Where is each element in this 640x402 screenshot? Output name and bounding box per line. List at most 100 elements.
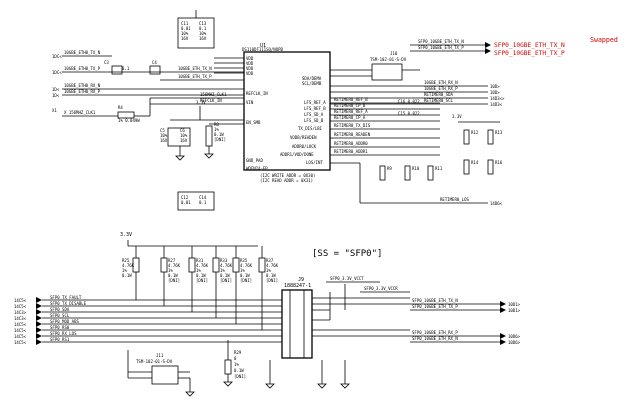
sfp-signal-line: 14C5<SFP0_TX_FAULT <box>14 295 282 303</box>
svg-text:0: 0 <box>234 356 237 361</box>
strap-resistors: R9 R10 R11 <box>379 165 443 181</box>
svg-text:C16 0.022: C16 0.022 <box>398 99 420 104</box>
svg-text:RETIMER0_TX_DIS: RETIMER0_TX_DIS <box>334 123 371 128</box>
pullup-tol: 1% <box>168 268 173 273</box>
svg-text:RETIMER0_SCL: RETIMER0_SCL <box>424 98 453 103</box>
r29-resistor: R29 0 1% 0.1W [DNI] <box>223 340 246 387</box>
net-clk: X 156MHZ_CLK1 <box>64 110 96 115</box>
pullup-tol: 1% <box>196 268 201 273</box>
sfp-signal-name: SFP0_SDA <box>50 307 70 312</box>
svg-text:RETIMER0_SDA: RETIMER0_SDA <box>424 92 453 97</box>
svg-text:VIN: VIN <box>246 100 254 105</box>
svg-text:1%: 1% <box>234 362 239 367</box>
sfp-signal-name: SFP0_MOD_ABS <box>50 319 79 324</box>
svg-text:R11: R11 <box>435 166 443 171</box>
pullup-pwr: 0.1W <box>122 273 132 278</box>
svg-text:EN_SMB: EN_SMB <box>246 120 261 125</box>
svg-text:14D6<: 14D6< <box>490 201 503 206</box>
svg-text:1%: 1% <box>214 127 219 132</box>
retimer-i2c-write-note: (I2C WRITE ADDR = 0X30) <box>260 173 315 178</box>
pullup-val: 4.76K <box>168 263 181 268</box>
retimer-pullups: 3.3V R12 R13 R14 R16 <box>452 114 503 175</box>
svg-text:VDD: VDD <box>246 71 254 76</box>
svg-text:R9: R9 <box>387 166 392 171</box>
pullup-ref: R35 <box>240 258 248 263</box>
net-vcct: SFP0_3.3V_VCCT <box>330 276 364 281</box>
svg-text:J10: J10 <box>390 51 398 56</box>
svg-text:RETIMER0_ADDR1: RETIMER0_ADDR1 <box>334 149 368 154</box>
svg-text:C3: C3 <box>104 60 109 65</box>
pullup-pwr: 0.1W <box>240 273 250 278</box>
pullup-tol: 1% <box>122 268 127 273</box>
svg-text:10%: 10% <box>181 31 189 36</box>
sfp-bus-port: 14C5< <box>14 322 27 327</box>
svg-text:10D>: 10D> <box>490 90 500 95</box>
sfp-bus-port: 14C5< <box>14 340 27 345</box>
svg-text:R13: R13 <box>495 130 503 135</box>
svg-text:0.1W: 0.1W <box>234 368 244 373</box>
sfp-signal-line: 14C3<SFP0_SCL <box>14 313 282 321</box>
pullup-pwr: 0.1W <box>168 273 178 278</box>
svg-text:LOS/INT: LOS/INT <box>306 160 323 165</box>
svg-text:RETIMER0_LOS: RETIMER0_LOS <box>440 197 469 202</box>
svg-text:C5: C5 <box>160 128 165 133</box>
sfp-bus-port: 14C5< <box>14 334 27 339</box>
svg-text:LFS_SD_A: LFS_SD_A <box>304 112 324 117</box>
supply-3v3-bottom: 3.3V <box>120 232 132 238</box>
svg-text:GND_PAD: GND_PAD <box>246 158 263 163</box>
sfp-signal-line: 14C5<SFP0_RS1 <box>14 337 282 345</box>
pullup-resistors: R254.76K1%0.1WR274.76K1%0.1W[DNI]R314.76… <box>122 246 279 330</box>
svg-text:16V: 16V <box>181 36 189 41</box>
svg-text:RETIMER0_READEN: RETIMER0_READEN <box>334 132 371 137</box>
svg-text:SFP0_10GBE_ETH_TX_N: SFP0_10GBE_ETH_TX_N <box>418 39 464 44</box>
svg-text:X1: X1 <box>52 108 57 113</box>
retimer-right-pins: SDA/DEMA SCL/DEMB LFS_REF_A LFS_REF_B LF… <box>280 76 326 165</box>
svg-text:SFP0_10GBE_ETH_RX_N: SFP0_10GBE_ETH_RX_N <box>412 336 458 341</box>
svg-text:R10: R10 <box>412 166 420 171</box>
sfp-bus-port: 14C5< <box>14 298 27 303</box>
retimer-part-number: DS110DF111SQ/NOPB <box>242 47 284 52</box>
pullup-dni: [DNI] <box>220 278 232 283</box>
pullup-val: 4.76K <box>240 263 253 268</box>
pullup-val: 4.76K <box>266 263 279 268</box>
sfp-signal-name: SFP0_RX_LOS <box>50 331 77 336</box>
svg-text:J11: J11 <box>156 353 164 358</box>
pullup-ref: R33 <box>220 258 228 263</box>
svg-text:R8: R8 <box>214 122 219 127</box>
svg-text:0.01: 0.01 <box>181 26 191 31</box>
svg-text:SFP0_10GBE_ETH_TX_P: SFP0_10GBE_ETH_TX_P <box>412 304 458 309</box>
pullup-ref: R37 <box>266 258 274 263</box>
pullup-tol: 1% <box>266 268 271 273</box>
pullup-pwr: 0.1W <box>220 273 230 278</box>
svg-text:0.1: 0.1 <box>199 26 207 31</box>
svg-text:SFP0_10GBE_ETH_RX_P: SFP0_10GBE_ETH_RX_P <box>412 330 458 335</box>
net-eth0-rx-p: 10GBE_ETH0_RX_P <box>64 89 101 94</box>
svg-text:ADDR0/LOCK: ADDR0/LOCK <box>292 144 317 149</box>
clock-input: X1 X 156MHZ_CLK1 R4 1% 0.049W 156MHZ_CLK… <box>52 92 244 123</box>
svg-text:1888247-1: 1888247-1 <box>284 283 311 289</box>
svg-text:LFS_REF_B: LFS_REF_B <box>304 106 326 111</box>
retimer-left-pins: VDD VDD VDD VDD REFCLK_IN VIN EN_SMB GND… <box>214 56 268 163</box>
svg-text:10GBE_ETH_RX_N: 10GBE_ETH_RX_N <box>424 80 458 85</box>
svg-text:16V: 16V <box>160 138 168 143</box>
swapped-note: Swapped <box>590 36 618 44</box>
svg-text:0.01: 0.01 <box>181 200 191 205</box>
svg-text:14D3<>: 14D3<> <box>490 96 505 101</box>
net-eth0-tx-n: 10GBE_ETH0_TX_N <box>64 50 101 55</box>
svg-text:0.1W: 0.1W <box>214 132 224 137</box>
svg-text:RETIMER0_ADDR0: RETIMER0_ADDR0 <box>334 141 368 146</box>
sfp-signal-line: 14C5< SFP0_MOD_ABS <box>14 319 282 327</box>
sfp-signal-name: SFP0_TX_DISABLE <box>50 301 87 306</box>
svg-text:REFCLK_IN: REFCLK_IN <box>200 98 222 103</box>
svg-text:C15 0.022: C15 0.022 <box>398 111 420 116</box>
svg-text:0.1: 0.1 <box>122 66 130 71</box>
pullup-ref: R27 <box>168 258 176 263</box>
svg-text:10%: 10% <box>160 133 168 138</box>
svg-text:RETIMER0_CP_B: RETIMER0_CP_B <box>334 103 366 108</box>
svg-text:C13: C13 <box>199 21 207 26</box>
